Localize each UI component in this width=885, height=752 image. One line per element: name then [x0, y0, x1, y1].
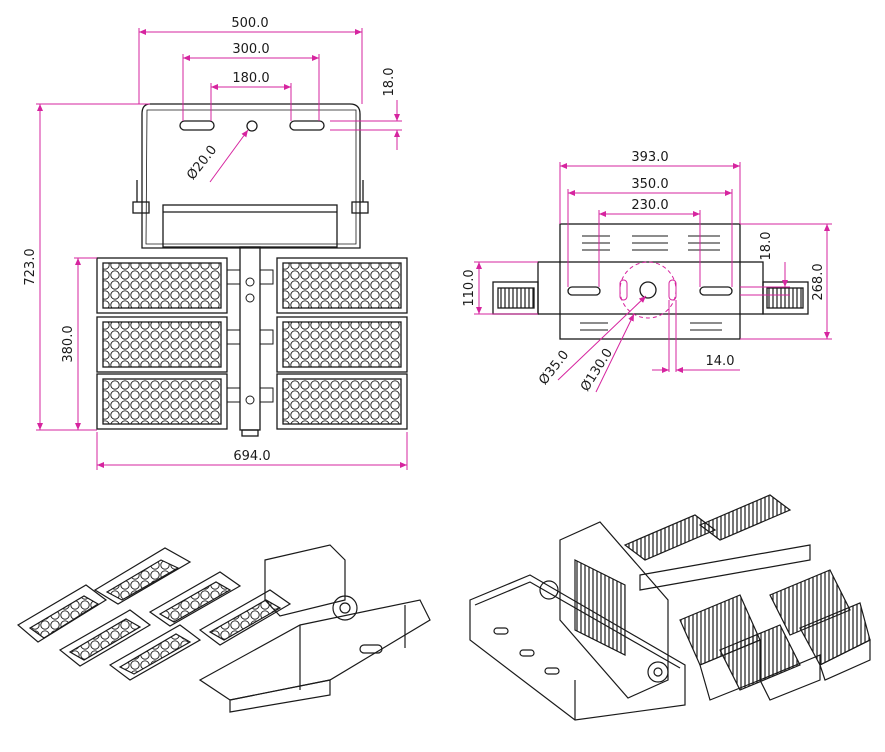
isometric-view-rear: [469, 494, 871, 721]
dim-hole-diameter: Ø20.0: [184, 143, 220, 183]
side-bolt-circle: [619, 261, 677, 319]
dim-slot-height: 18.0: [382, 68, 397, 97]
dim-offset: 14.0: [706, 354, 735, 369]
led-module-array: [96, 257, 408, 430]
front-view: 500.0 300.0 180.0 18.0 Ø20.0 723.0 380.0…: [23, 16, 408, 470]
isometric-view-front: [16, 544, 431, 713]
dim-width-c: 230.0: [631, 198, 668, 213]
side-view: 393.0 350.0 230.0 18.0 268.0 110.0 Ø35.0…: [462, 150, 832, 394]
dim-bracket-height: 110.0: [462, 269, 477, 306]
dim-height: 268.0: [811, 263, 826, 300]
led-module: [96, 316, 228, 373]
led-module: [96, 257, 228, 314]
dim-bolt-circle: Ø130.0: [578, 346, 616, 394]
led-module: [276, 373, 408, 430]
dim-width-a: 393.0: [631, 150, 668, 165]
iso-bracket: [198, 544, 431, 713]
dim-hole-center: Ø35.0: [536, 348, 572, 388]
iso-rear-heatsinks: [623, 494, 871, 701]
dim-top-width: 500.0: [231, 16, 268, 31]
iso-led-panels: [16, 547, 292, 681]
dim-total-width: 694.0: [233, 449, 270, 464]
iso-rear-driver-box: [559, 521, 669, 699]
led-module: [96, 373, 228, 430]
led-module: [276, 257, 408, 314]
iso-rear-bracket: [469, 574, 686, 721]
front-dimension-lines: [36, 28, 408, 470]
side-dimension-lines: [474, 162, 832, 393]
side-dimension-labels: 393.0 350.0 230.0 18.0 268.0 110.0 Ø35.0…: [462, 150, 826, 394]
dim-slot-inner: 180.0: [232, 71, 269, 86]
side-housing: [492, 223, 809, 340]
dim-slot-outer: 300.0: [232, 42, 269, 57]
dim-width-b: 350.0: [631, 177, 668, 192]
dim-total-height: 723.0: [23, 248, 38, 285]
mounting-bolt-icon: [332, 595, 358, 621]
led-module: [276, 316, 408, 373]
front-dimension-labels: 500.0 300.0 180.0 18.0 Ø20.0 723.0 380.0…: [23, 16, 397, 464]
dim-side-slot-height: 18.0: [759, 232, 774, 261]
dim-panel-height: 380.0: [61, 325, 76, 362]
